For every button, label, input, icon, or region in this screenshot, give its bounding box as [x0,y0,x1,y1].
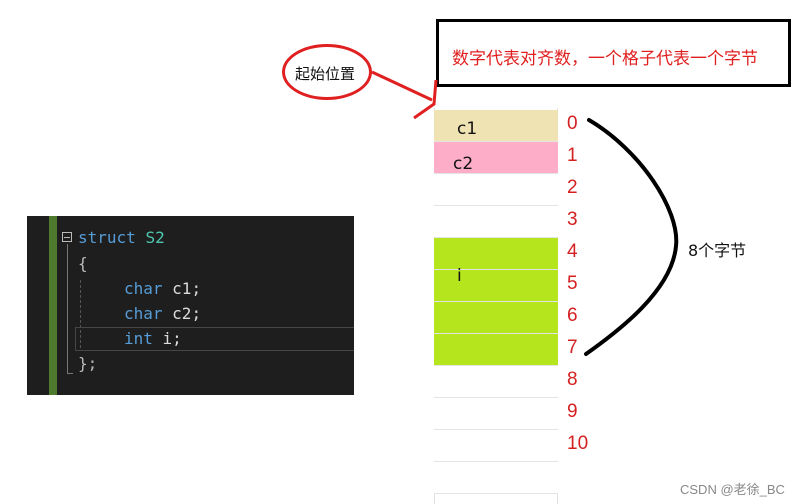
memory-cell [434,142,558,174]
fold-line [67,244,68,374]
memory-cell-label: c2 [453,154,474,174]
offset-index: 6 [567,305,578,326]
offset-index: 9 [567,401,578,422]
memory-cell [434,110,558,142]
type-int: int [124,329,153,348]
code-line-2: { [78,254,88,273]
memory-cell [434,238,558,270]
brace-curve [584,118,679,356]
var-i: i; [162,329,182,348]
code-panel [27,216,354,395]
start-position-ellipse [282,44,372,100]
memory-cell [434,462,558,494]
memory-cell-label: c1 [457,119,478,139]
memory-cell-label: i [457,266,462,286]
code-line-1: struct S2 [78,227,165,249]
offset-index: 2 [567,177,578,198]
memory-cell [434,270,558,302]
offset-index: 10 [567,433,589,454]
offset-index: 0 [567,113,578,134]
memory-cell [434,334,558,366]
start-arrow-line [371,70,433,102]
note-text: 数字代表对齐数，一个格子代表一个字节 [452,49,758,69]
memory-cell [434,302,558,334]
struct-name: S2 [145,228,165,247]
offset-index: 1 [567,145,578,166]
memory-cell [434,366,558,398]
code-gutter [49,216,57,395]
offset-index: 5 [567,273,578,294]
current-line-highlight [75,327,354,351]
code-line-6: }; [78,354,98,373]
type-char: char [124,279,163,298]
code-line-4: char c2; [124,303,201,325]
memory-cell [434,430,558,462]
var-c1: c1; [172,279,202,298]
offset-index: 4 [567,241,578,262]
indent-guide [80,280,81,348]
offset-index: 8 [567,369,578,390]
watermark: CSDN @老徐_BC [680,482,785,497]
start-arrow-head [413,79,438,120]
note-box [436,19,791,87]
offset-index: 7 [567,337,578,358]
keyword-struct: struct [78,228,136,247]
memory-cell [434,398,558,430]
brace-label: 8个字节 [688,241,747,260]
code-line-3: char c1; [124,278,201,300]
type-char: char [124,304,163,323]
var-c2: c2; [172,304,202,323]
memory-cell [434,206,558,238]
start-position-label: 起始位置 [295,65,356,83]
memory-cell [434,174,558,206]
offset-index: 3 [567,209,578,230]
fold-line-foot [67,373,73,374]
code-line-5: int i; [124,328,182,350]
collapse-toggle-icon[interactable] [62,232,72,242]
